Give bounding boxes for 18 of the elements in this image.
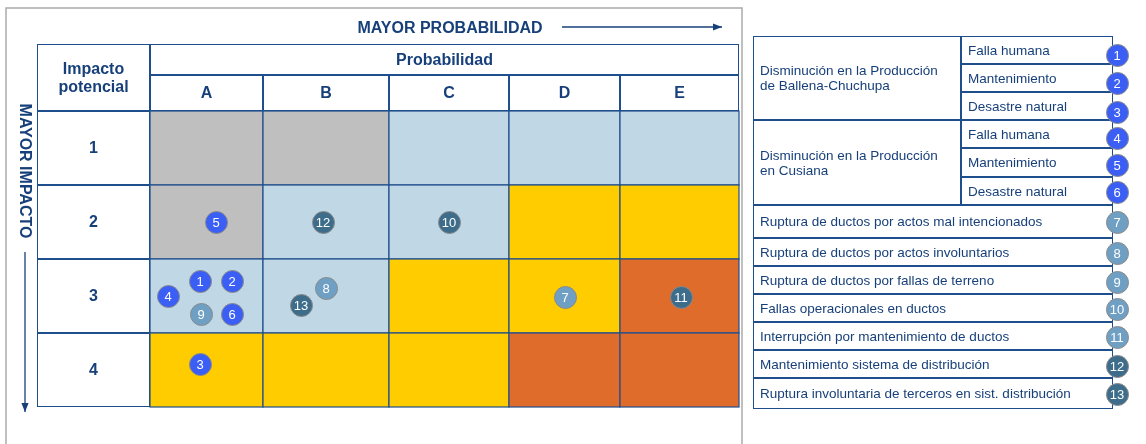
- risk-cause: Falla humana: [961, 36, 1113, 64]
- risk-description: Disminución en la Producción en Cusiana: [753, 120, 961, 205]
- risk-cause: Desastre natural: [961, 92, 1113, 120]
- column-header: C: [389, 75, 509, 111]
- row-header: 1: [37, 111, 150, 185]
- row-header-title: Impacto potencial: [37, 44, 150, 111]
- row-header: 2: [37, 185, 150, 259]
- column-header: E: [620, 75, 739, 111]
- row-header: 4: [37, 333, 150, 407]
- column-header: B: [263, 75, 389, 111]
- axis-title: MAYOR IMPACTO: [16, 102, 35, 241]
- column-header: A: [150, 75, 263, 111]
- row-header: 3: [37, 259, 150, 333]
- column-group-header: Probabilidad: [150, 44, 739, 75]
- risk-description: Disminución en la Producción de Ballena-Chuchupa: [753, 36, 961, 120]
- risk-description: Ruptura de ductos por actos mal intencionados: [753, 205, 1113, 238]
- column-header: D: [509, 75, 620, 111]
- axis-title: MAYOR PROBABILIDAD: [356, 18, 544, 38]
